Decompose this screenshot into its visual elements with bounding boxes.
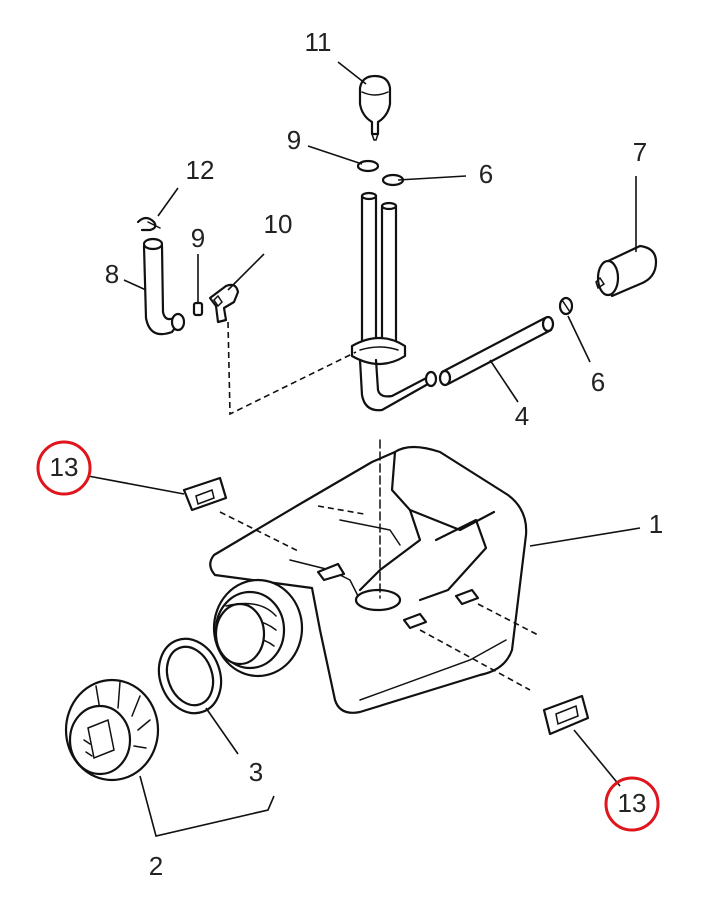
callout-11: 11 bbox=[305, 27, 332, 57]
fuel-hose-part-4 bbox=[438, 315, 555, 387]
callout-1: 1 bbox=[649, 509, 663, 539]
elbow-hose-part-8 bbox=[142, 237, 186, 336]
clip-part-13-lower bbox=[542, 694, 590, 736]
hose-clamp-part-6-lower bbox=[558, 296, 574, 316]
callout-4: 4 bbox=[515, 401, 529, 431]
callout-10: 10 bbox=[264, 209, 293, 239]
fuel-tank-part-1 bbox=[209, 445, 528, 714]
callout-8: 8 bbox=[105, 259, 119, 289]
callout-13-upper-highlight bbox=[36, 440, 92, 496]
pickup-tube-assembly bbox=[350, 191, 438, 412]
clip-part-12 bbox=[136, 216, 161, 232]
leader-lines bbox=[87, 61, 641, 837]
clip-part-13-upper bbox=[182, 476, 228, 512]
callout-6-top: 6 bbox=[479, 159, 493, 189]
elbow-fitting-part-10 bbox=[208, 283, 240, 324]
callout-6-lower: 6 bbox=[591, 367, 605, 397]
fuel-filter-part-11 bbox=[358, 74, 392, 141]
hose-clamp-part-9-top bbox=[356, 159, 380, 173]
callout-9-top: 9 bbox=[287, 125, 301, 155]
callout-2: 2 bbox=[149, 851, 163, 881]
callout-12: 12 bbox=[186, 155, 215, 185]
fuel-cap-part-2 bbox=[64, 678, 160, 782]
callout-7: 7 bbox=[633, 137, 647, 167]
inline-filter-part-7 bbox=[595, 244, 658, 298]
callout-13-lower: 13 bbox=[618, 788, 647, 818]
hose-clamp-part-9-small bbox=[192, 301, 204, 317]
gasket-part-3 bbox=[157, 637, 223, 715]
callout-13-upper: 13 bbox=[50, 452, 79, 482]
callout-3: 3 bbox=[249, 757, 263, 787]
callout-9-small: 9 bbox=[191, 223, 205, 253]
callout-13-lower-highlight bbox=[604, 776, 660, 832]
